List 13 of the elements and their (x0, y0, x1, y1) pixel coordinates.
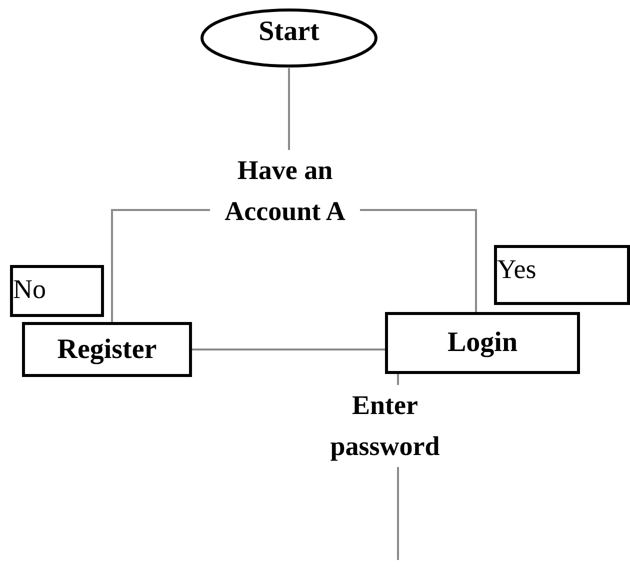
decision-text: Have an Account A (210, 150, 360, 275)
connector-line (397, 374, 399, 385)
connector-line (360, 209, 477, 312)
start-oval: Start (200, 8, 378, 68)
connector-line (397, 467, 399, 560)
step-text: Enter password (310, 385, 460, 467)
connector-line (288, 68, 290, 150)
connector-line (192, 348, 385, 350)
label-box: Yes (494, 245, 630, 305)
connector-line (111, 209, 210, 322)
process-box: Register (22, 322, 192, 377)
label-box: No (10, 265, 104, 317)
process-box: Login (385, 312, 580, 374)
